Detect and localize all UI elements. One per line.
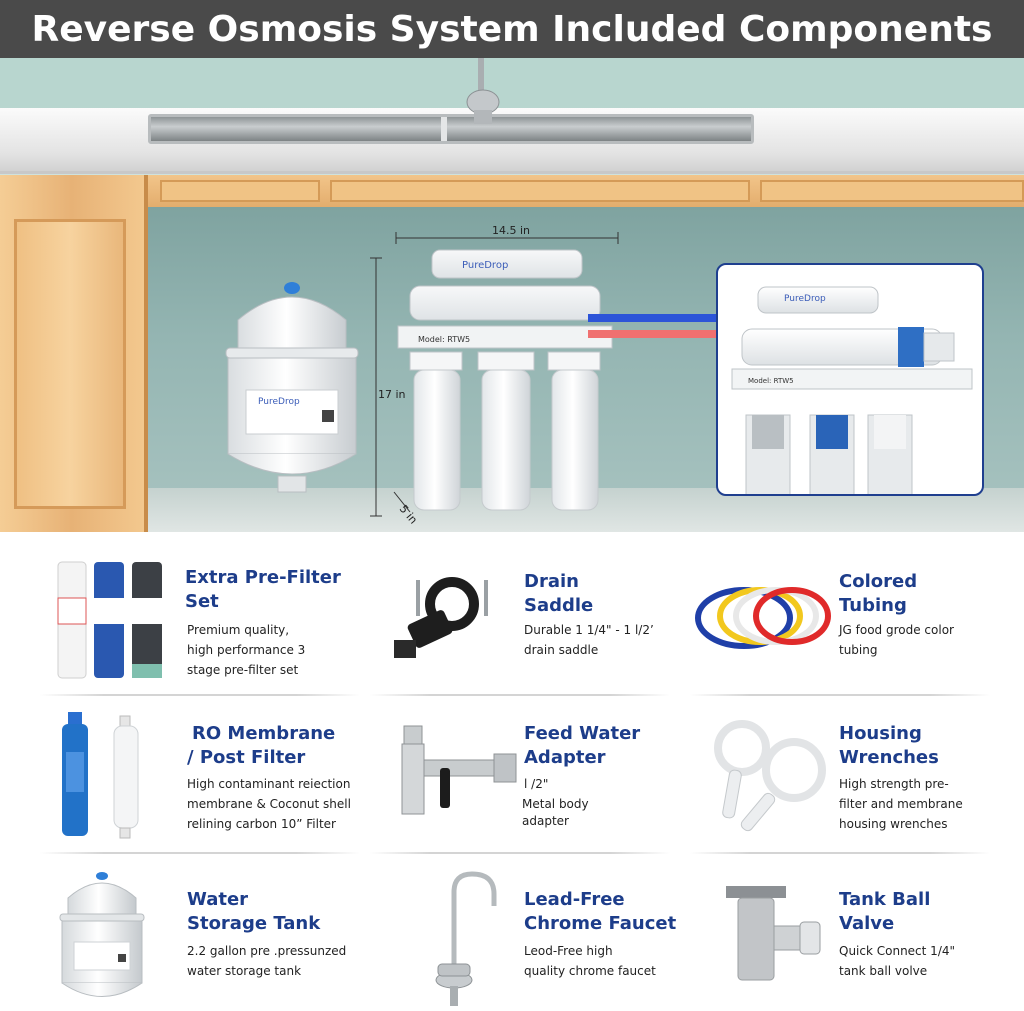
component-name: / Post Filter bbox=[187, 747, 306, 768]
component-desc: membrane & Coconut shell bbox=[187, 797, 351, 811]
cabinet-header bbox=[0, 175, 1024, 207]
feed-adapter-icon bbox=[401, 725, 517, 815]
component-name: Feed Water bbox=[524, 723, 641, 744]
ro-system-image: PureDrop Model: RTW5 bbox=[397, 249, 613, 511]
kitchen-scene: PureDrop 14.5 in 17 in 5 in PureDrop Mod… bbox=[0, 58, 1024, 532]
component-desc: l /2" bbox=[524, 777, 549, 791]
component-feed-water-adapter: Feed Water Adapter l /2" Metal body adap… bbox=[360, 704, 680, 854]
component-desc: tank ball volve bbox=[839, 964, 928, 978]
component-desc: tubing bbox=[839, 643, 878, 657]
component-tank-ball-valve: Tank Ball Valve Quick Connect 1/4" tank … bbox=[680, 864, 1024, 1011]
ball-valve-icon bbox=[726, 886, 821, 981]
unit-brand: PureDrop bbox=[462, 260, 508, 271]
ro-detail-image: PureDrop Model: RTW5 bbox=[731, 286, 973, 494]
component-desc: drain saddle bbox=[524, 643, 599, 657]
inset-model: Model: RTW5 bbox=[748, 377, 794, 385]
component-name: Extra Pre-Filter bbox=[185, 567, 341, 588]
component-name: Wrenches bbox=[839, 747, 939, 768]
faucet-icon bbox=[435, 871, 497, 1006]
arrow-blue-icon bbox=[588, 308, 732, 328]
component-name: Saddle bbox=[524, 595, 594, 616]
row-divider bbox=[690, 852, 990, 854]
component-name: Drain bbox=[524, 571, 579, 592]
component-name: Tubing bbox=[839, 595, 907, 616]
component-name: Housing bbox=[839, 723, 922, 744]
component-name: Valve bbox=[839, 913, 895, 934]
component-name: Adapter bbox=[524, 747, 606, 768]
row-divider bbox=[40, 852, 360, 854]
storage-tank-image: PureDrop bbox=[225, 282, 359, 493]
component-desc: quality chrome faucet bbox=[524, 964, 656, 978]
component-name: Lead-Free bbox=[524, 889, 625, 910]
storage-tank-icon bbox=[59, 872, 145, 997]
component-drain-saddle: Drain Saddle Durable 1 1/4" - 1 l/2’ dra… bbox=[360, 552, 680, 692]
pre-filter-set-icon bbox=[57, 561, 162, 679]
component-housing-wrenches: Housing Wrenches High strength pre- filt… bbox=[680, 704, 1024, 854]
component-pre-filter-set: Extra Pre-Filter Set Premium quality, hi… bbox=[0, 552, 360, 692]
page-title: Reverse Osmosis System Included Componen… bbox=[31, 8, 993, 50]
inset-brand: PureDrop bbox=[784, 294, 826, 304]
sink-faucet-icon bbox=[466, 58, 500, 124]
tank-brand: PureDrop bbox=[258, 397, 300, 407]
component-desc: stage pre-filter set bbox=[187, 663, 299, 677]
colored-tubing-icon bbox=[695, 587, 831, 649]
component-desc: housing wrenches bbox=[839, 817, 948, 831]
row-divider bbox=[40, 694, 360, 696]
component-name: Chrome Faucet bbox=[524, 913, 677, 934]
cabinet-door bbox=[0, 175, 148, 532]
component-colored-tubing: Colored Tubing JG food grode color tubin… bbox=[680, 552, 1024, 692]
component-desc: water storage tank bbox=[187, 964, 302, 978]
component-water-storage-tank: Water Storage Tank 2.2 gallon pre .press… bbox=[0, 864, 360, 1011]
width-dimension: 14.5 in bbox=[492, 224, 531, 237]
height-dimension: 17 in bbox=[378, 388, 406, 401]
component-name: Tank Ball bbox=[839, 889, 931, 910]
component-desc: JG food grode color bbox=[839, 623, 954, 637]
component-desc: Leod-Free high bbox=[524, 944, 613, 958]
sink bbox=[148, 114, 754, 144]
detail-inset: PureDrop Model: RTW5 bbox=[716, 263, 984, 496]
wrench-icon bbox=[714, 720, 826, 832]
component-desc: filter and membrane bbox=[839, 797, 963, 811]
component-desc: 2.2 gallon pre .pressunzed bbox=[187, 944, 347, 958]
row-divider bbox=[370, 852, 670, 854]
component-name: Water bbox=[187, 889, 249, 910]
arrow-red-icon bbox=[588, 324, 732, 344]
drain-saddle-icon bbox=[394, 577, 488, 658]
component-desc: High strength pre- bbox=[839, 777, 949, 791]
row-divider bbox=[370, 694, 670, 696]
component-desc: Metal body bbox=[522, 797, 589, 811]
row-divider bbox=[690, 694, 990, 696]
component-name: RO Membrane bbox=[192, 723, 336, 744]
component-desc: relining carbon 10” Filter bbox=[187, 817, 336, 831]
component-name: Set bbox=[185, 591, 219, 612]
unit-model: Model: RTW5 bbox=[418, 335, 470, 344]
component-name: Storage Tank bbox=[187, 913, 321, 934]
component-desc: Quick Connect 1/4" bbox=[839, 944, 956, 958]
component-desc: adapter bbox=[522, 814, 569, 828]
dimension-lines bbox=[370, 232, 619, 517]
component-desc: High contaminant reiection bbox=[187, 777, 351, 791]
component-membrane-post-filter: RO Membrane / Post Filter High contamina… bbox=[0, 704, 360, 854]
component-desc: Premium quality, bbox=[187, 623, 290, 637]
membrane-filter-icon bbox=[62, 712, 139, 839]
component-desc: Durable 1 1/4" - 1 l/2’ bbox=[524, 623, 654, 637]
component-name: Colored bbox=[839, 571, 918, 592]
title-banner: Reverse Osmosis System Included Componen… bbox=[0, 0, 1024, 58]
component-desc: high performance 3 bbox=[187, 643, 306, 657]
component-chrome-faucet: Lead-Free Chrome Faucet Leod-Free high q… bbox=[360, 864, 680, 1011]
